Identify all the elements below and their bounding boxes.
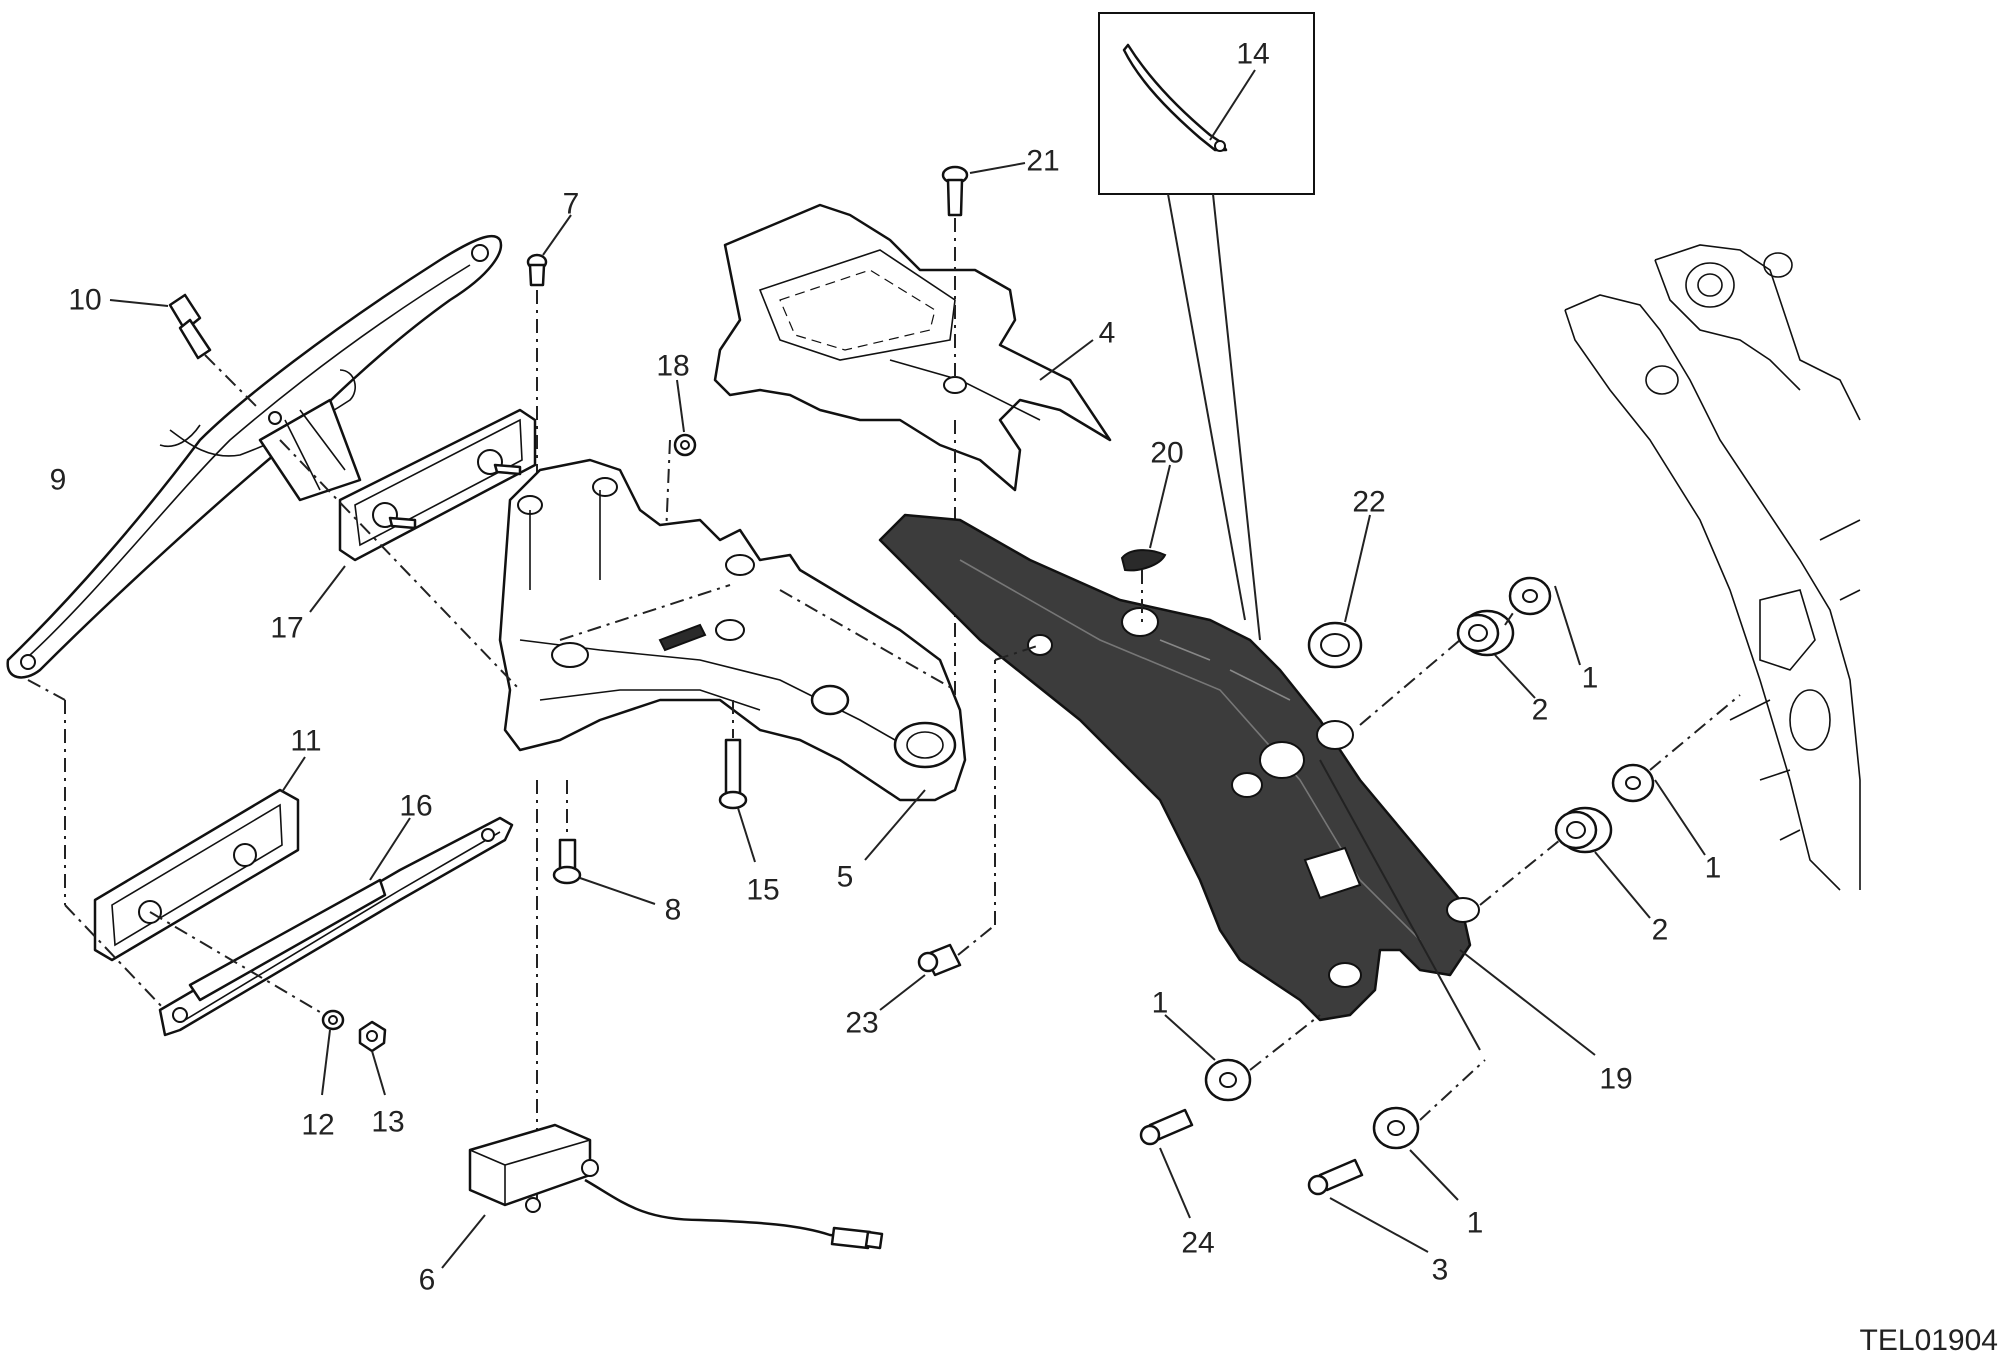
part-16-bracket-strip [158,816,514,1037]
callout-1: 1 [1705,852,1722,885]
callout-8: 8 [665,894,682,927]
callout-20: 20 [1150,437,1183,470]
part-10-screw [109,293,261,411]
callout-15: 15 [746,874,779,907]
callout-13: 13 [371,1106,404,1139]
part-17-reflector [309,408,537,613]
callout-17: 17 [270,612,303,645]
callout-1: 1 [1152,987,1169,1020]
part-8-bolt [552,780,656,905]
parts-12-13-washer-nut [149,911,387,1096]
callout-5: 5 [837,861,854,894]
part-24-screw-and-washer [1139,1014,1321,1219]
part-3-screw-and-washer [1307,1059,1486,1253]
callout-14: 14 [1236,38,1269,71]
callout-3: 3 [1432,1254,1449,1287]
part-7-screw [526,214,572,520]
callout-12: 12 [301,1109,334,1142]
part-21-screw [941,162,1026,700]
part-22-grommet [1307,514,1371,669]
callout-22: 22 [1352,486,1385,519]
callout-21: 21 [1026,145,1059,178]
parts-1-2-lower-spacers [1479,694,1741,919]
callout-18: 18 [656,350,689,383]
callout-4: 4 [1099,317,1116,350]
callout-2: 2 [1652,914,1669,947]
part-15-bolt [718,700,756,863]
part-5-mount-bracket [498,458,967,861]
parts-1-2-upper-spacers [1359,576,1581,726]
callout-1: 1 [1467,1207,1484,1240]
callout-23: 23 [845,1007,878,1040]
motorcycle-frame-outline [1564,244,1861,891]
part-20-rubber [1120,464,1171,625]
callout-7: 7 [563,188,580,221]
callout-9: 9 [50,464,67,497]
part-6-light-unit [441,1123,884,1269]
callout-1: 1 [1582,662,1599,695]
part-19-swingarm-bracket [878,513,1596,1056]
detail-inset-14 [1098,12,1315,641]
diagram-code: TEL01904 [1860,1324,1998,1357]
callout-16: 16 [399,790,432,823]
part-23-screw [879,644,1041,1011]
callout-2: 2 [1532,694,1549,727]
part-11-reflector [93,756,306,962]
callout-11: 11 [290,725,321,758]
part-4-cover [713,203,1112,492]
callout-19: 19 [1599,1063,1632,1096]
callout-24: 24 [1181,1227,1214,1260]
callout-10: 10 [68,284,101,317]
callout-6: 6 [419,1264,436,1297]
part-9-plate-holder-arm [6,234,503,679]
